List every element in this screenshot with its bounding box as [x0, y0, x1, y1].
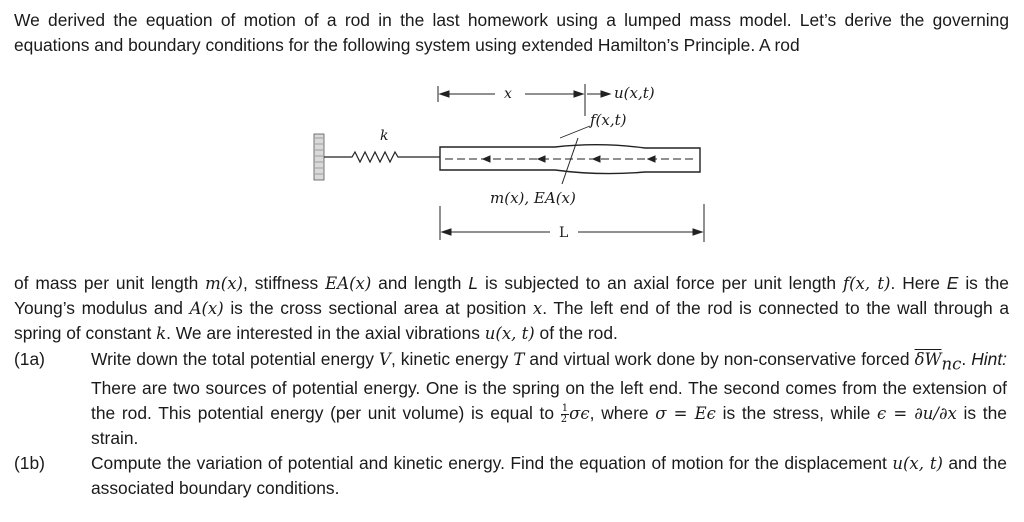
question-1a-label: (1a) [14, 349, 45, 369]
q1a-text-6: , where [589, 403, 656, 424]
position-symbol: x [532, 299, 543, 318]
strain-equation: ϵ = ∂u/∂x [876, 404, 957, 424]
q1a-text-3: and virtual work done by non-conservativ… [524, 349, 915, 369]
body-text-4: is subjected to an axial force per unit … [478, 273, 843, 293]
q1a-text-4: . [961, 349, 972, 369]
body-text-8: . The left end of the rod is connected t… [14, 298, 1009, 343]
youngs-symbol: E [946, 273, 959, 293]
q1b-text-1: Compute the variation of potential and k… [91, 453, 893, 473]
q1a-text-7: is the stress, while [715, 403, 877, 424]
q1b-text-2: and the associated boundary conditions. [91, 453, 1007, 498]
length-symbol: L [468, 273, 479, 293]
spring [324, 150, 440, 164]
question-1a-text: Write down the total potential energy V,… [91, 347, 1007, 451]
spring-label: k [380, 128, 388, 144]
q1b-displacement-expr: u(x, t) [892, 454, 943, 473]
displacement-expr: u(x, t) [484, 324, 535, 343]
mass-expr: m(x) [205, 274, 243, 293]
force-expr: f(x, t) [842, 274, 891, 293]
intro-paragraph: We derived the equation of motion of a r… [14, 10, 1009, 55]
body-text-7: is the cross sectional area at position [223, 298, 533, 318]
body-text-10: of the rod. [534, 323, 618, 343]
q1a-text-1: Write down the total potential energy [91, 349, 380, 369]
body-text-6: is the Young’s modulus and [14, 273, 1009, 318]
u-label: u(x,t) [614, 84, 655, 102]
f-leader [559, 125, 591, 139]
x-dimension [437, 84, 612, 116]
f-label: f(x,t) [589, 111, 627, 129]
q1a-text-2: , kinetic energy [390, 349, 514, 369]
rod [439, 144, 701, 175]
axial-force-arrows [445, 155, 695, 163]
area-expr: A(x) [189, 299, 224, 318]
q1a-text-5: There are two sources of potential energ… [91, 378, 1007, 424]
body-text-2: , stiffness [242, 273, 326, 293]
hint-label: Hint: [971, 349, 1007, 369]
props-label: m(x), EA(x) [490, 189, 576, 207]
sigma-epsilon: σϵ [569, 404, 590, 424]
body-text-9: . We are interested in the axial vibrati… [166, 323, 485, 343]
body-text-3: and length [371, 273, 469, 293]
nc-subscript: nc [941, 354, 962, 374]
L-label: L [559, 225, 568, 241]
virtual-work-symbol: δW [914, 350, 942, 369]
question-1b-text: Compute the variation of potential and k… [91, 451, 1007, 501]
x-label: x [504, 86, 512, 102]
half-numerator: 1 [560, 403, 570, 416]
body-text-5: . Here [890, 273, 947, 293]
stress-equation: σ = Eϵ [655, 404, 716, 424]
section-line [561, 137, 579, 185]
rod-diagram: k x u(x,t) f(x,t) m(x), EA(x) L [313, 84, 705, 242]
stiffness-expr: EA(x) [325, 274, 372, 293]
body-text-1: of mass per unit length [14, 273, 206, 293]
wall [313, 133, 325, 181]
half-denominator: 2 [560, 414, 568, 426]
spring-symbol: k [156, 324, 167, 343]
kinetic-symbol: T [513, 350, 525, 369]
question-1b-label: (1b) [14, 453, 45, 473]
body-paragraph: of mass per unit length m(x), stiffness … [14, 271, 1009, 346]
q1a-text-8: is the strain. [91, 403, 1007, 449]
potential-symbol: V [379, 350, 391, 369]
L-dimension [439, 204, 705, 242]
